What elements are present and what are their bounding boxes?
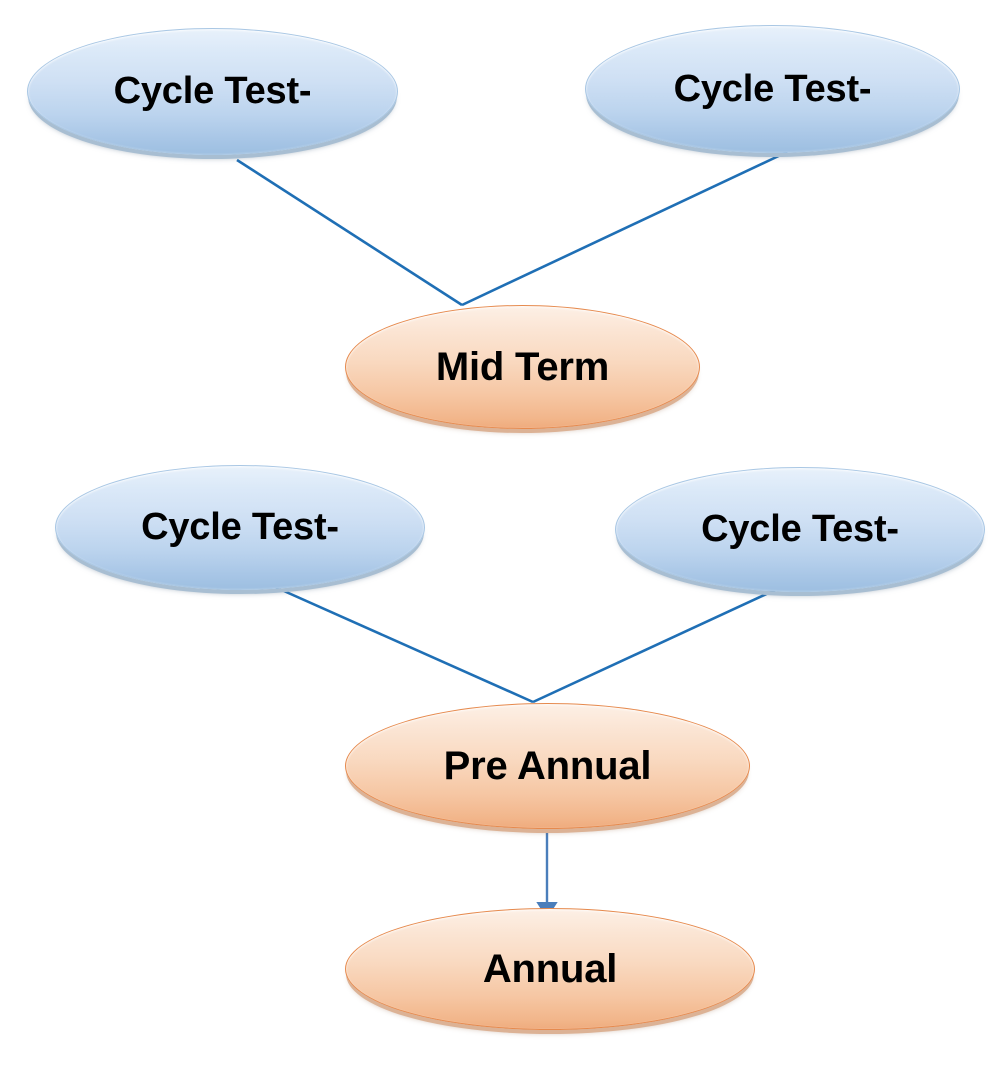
node-label-pre-annual: Pre Annual bbox=[443, 743, 652, 788]
node-cycle-test-2[interactable]: Cycle Test- bbox=[585, 25, 960, 153]
line-connector bbox=[236, 158, 463, 307]
node-cycle-test-3[interactable]: Cycle Test- bbox=[55, 465, 425, 590]
node-annual[interactable]: Annual bbox=[345, 908, 755, 1030]
node-label-annual: Annual bbox=[482, 946, 618, 991]
node-cycle-test-4[interactable]: Cycle Test- bbox=[615, 467, 985, 592]
node-label-cycle-test-3: Cycle Test- bbox=[141, 506, 339, 548]
node-label-cycle-test-1: Cycle Test- bbox=[113, 70, 312, 112]
node-label-cycle-test-2: Cycle Test- bbox=[673, 67, 872, 110]
line-connector bbox=[461, 150, 788, 307]
node-label-mid-term: Mid Term bbox=[435, 344, 610, 389]
node-cycle-test-1[interactable]: Cycle Test- bbox=[27, 28, 398, 155]
node-pre-annual[interactable]: Pre Annual bbox=[345, 703, 750, 829]
node-label-cycle-test-4: Cycle Test- bbox=[701, 508, 899, 550]
line-connector bbox=[265, 581, 534, 704]
line-connector bbox=[532, 582, 789, 704]
node-mid-term[interactable]: Mid Term bbox=[345, 305, 700, 429]
